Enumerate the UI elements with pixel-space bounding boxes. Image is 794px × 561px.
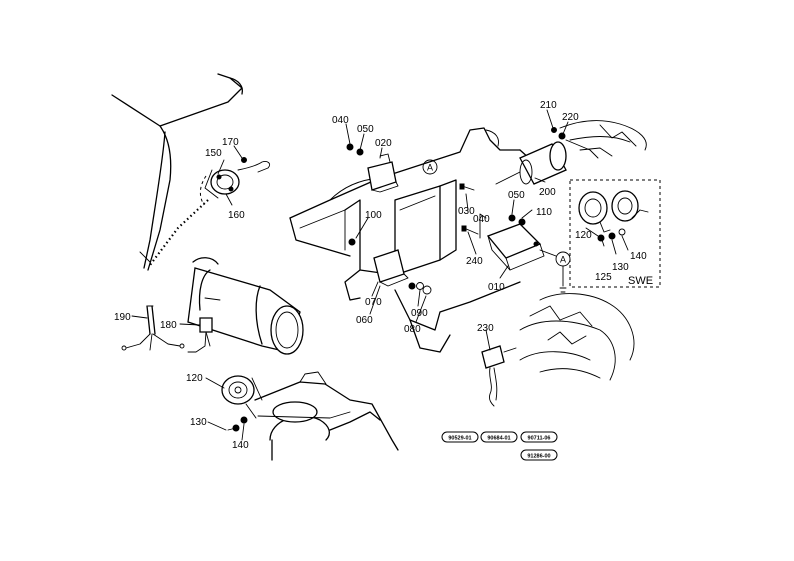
label-110: 110 <box>536 207 552 218</box>
label-010: 010 <box>488 282 505 293</box>
label-040b: 040 <box>473 214 490 225</box>
pill-p4: 91286-00 <box>520 449 558 461</box>
svg-text:A: A <box>560 255 566 265</box>
label-070: 070 <box>365 297 382 308</box>
lower-panel <box>254 371 399 461</box>
label-130a: 130 <box>612 262 629 273</box>
swe-inset <box>569 179 661 288</box>
reference-mark-a2: A <box>555 251 571 293</box>
svg-text:90529-01: 90529-01 <box>448 436 471 442</box>
label-120a: 120 <box>575 230 592 241</box>
label-060: 060 <box>356 315 373 326</box>
svg-text:A: A <box>427 163 433 173</box>
svg-text:90711-06: 90711-06 <box>528 436 551 442</box>
wire-connector-180 <box>187 317 213 353</box>
label-020: 020 <box>375 138 392 149</box>
regulator-010 <box>486 214 557 271</box>
fender-panel <box>111 73 244 271</box>
label-050b: 050 <box>508 190 525 201</box>
part-labels: 040 050 020 210 220 170 150 160 200 050 … <box>114 100 653 451</box>
relay-060 <box>348 238 432 295</box>
svg-text:91286-00: 91286-00 <box>527 454 550 460</box>
label-140a: 140 <box>630 251 647 262</box>
label-swe: SWE <box>628 275 653 287</box>
label-030: 030 <box>458 206 475 217</box>
label-100: 100 <box>365 210 382 221</box>
label-125: 125 <box>595 272 612 283</box>
label-190: 190 <box>114 312 131 323</box>
label-090: 090 <box>411 308 428 319</box>
reference-pills: 90529-01 90684-01 90711-06 91286-00 <box>441 431 558 461</box>
label-220: 220 <box>562 112 579 123</box>
reference-mark-a1: A <box>422 159 438 175</box>
svg-text:90684-01: 90684-01 <box>487 436 510 442</box>
label-180: 180 <box>160 320 177 331</box>
work-light-assembly <box>149 157 271 266</box>
bolts <box>459 183 479 235</box>
starter-motor-200 <box>495 127 599 185</box>
label-050a: 050 <box>357 124 374 135</box>
leader-lines <box>131 109 569 441</box>
label-130b: 130 <box>190 417 207 428</box>
label-080: 080 <box>404 324 421 335</box>
wire-connector-190 <box>121 305 185 351</box>
label-040a: 040 <box>332 115 349 126</box>
label-160: 160 <box>228 210 245 221</box>
label-170: 170 <box>222 137 239 148</box>
engine-block <box>519 120 647 381</box>
label-210: 210 <box>540 100 557 111</box>
label-240: 240 <box>466 256 483 267</box>
pill-p3: 90711-06 <box>520 431 558 443</box>
battery-cylinder <box>187 257 304 355</box>
sensor-230 <box>481 345 517 407</box>
horn-assembly <box>221 375 263 432</box>
label-120b: 120 <box>186 373 203 384</box>
label-200: 200 <box>539 187 556 198</box>
label-230: 230 <box>477 323 494 334</box>
label-150: 150 <box>205 148 222 159</box>
label-140b: 140 <box>232 440 249 451</box>
relay-020 <box>346 143 399 193</box>
pill-p2: 90684-01 <box>480 431 518 443</box>
pill-p1: 90529-01 <box>441 431 479 443</box>
